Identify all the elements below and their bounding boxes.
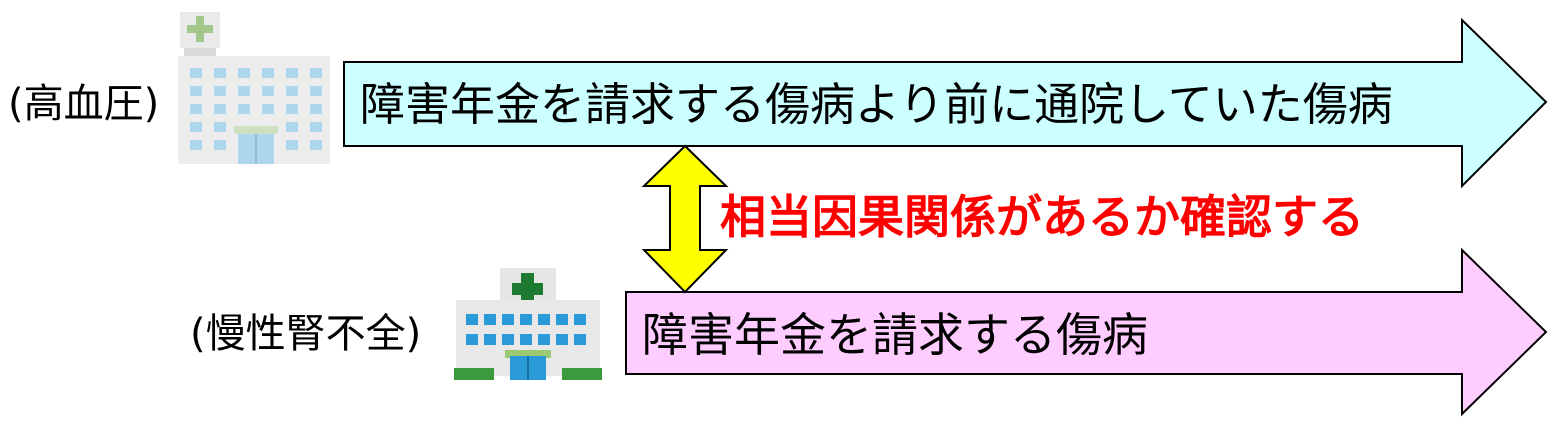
hospital-icon-faded [178,12,330,164]
bottom-hospital-label: (慢性腎不全) [190,311,422,357]
relation-text: 相当因果関係があるか確認する [720,190,1364,244]
top-arrow-text: 障害年金を請求する傷病より前に通院していた傷病 [360,78,1393,131]
bottom-arrow [625,247,1548,417]
double-headed-arrow-icon [641,144,729,294]
top-hospital-label: (高血圧) [8,81,160,127]
top-arrow [343,17,1548,189]
bottom-arrow-text: 障害年金を請求する傷病 [642,308,1148,362]
hospital-icon [454,268,602,380]
